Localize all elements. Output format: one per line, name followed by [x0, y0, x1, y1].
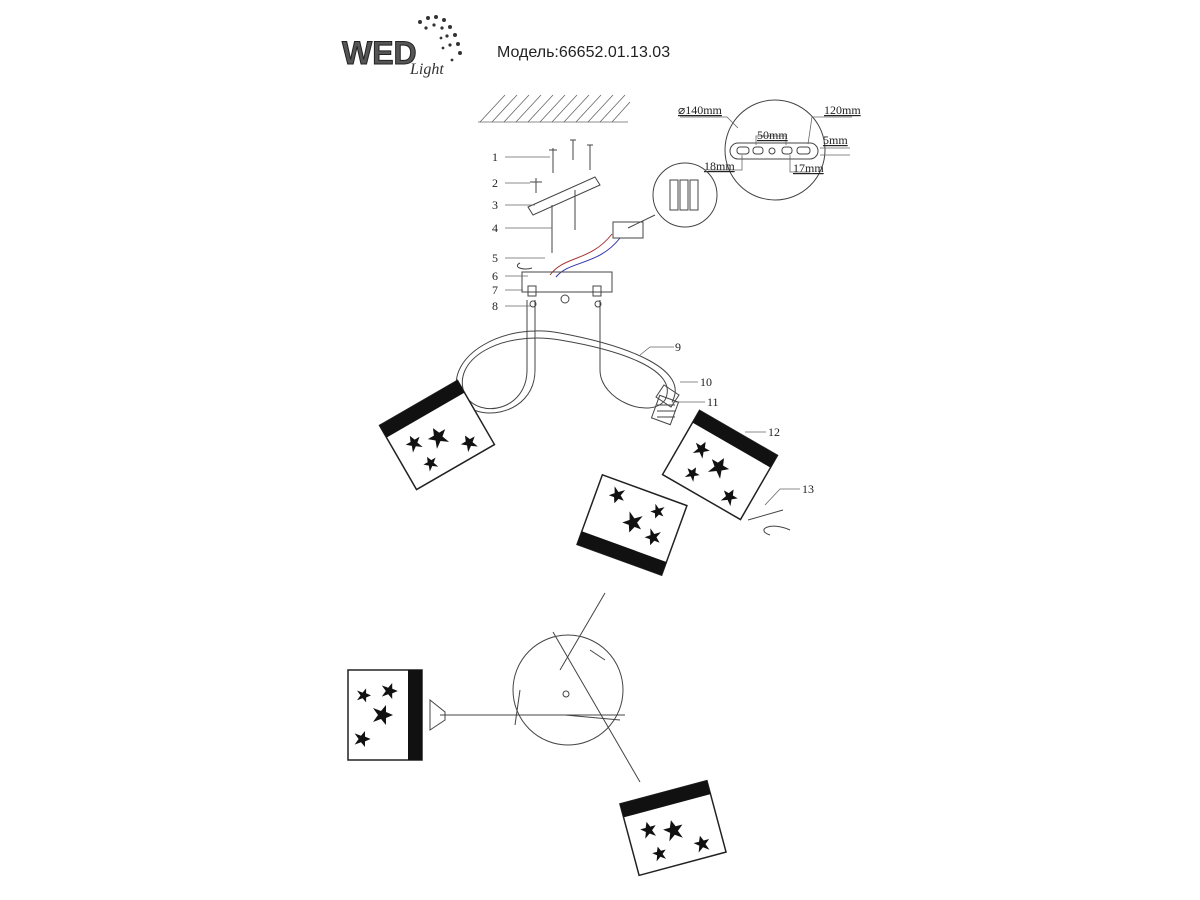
lamp-arm: [455, 300, 680, 414]
part-labels: 1 2 3 4 5 6 7 8 9 10 11 12 13: [492, 150, 814, 496]
svg-text:WED: WED: [342, 35, 417, 71]
part-label-7: 7: [492, 283, 498, 297]
dim-hole-spacing: 50mm: [757, 128, 788, 142]
bottom-view: [348, 475, 726, 876]
part-label-1: 1: [492, 150, 498, 164]
part-label-12: 12: [768, 425, 780, 439]
part-label-3: 3: [492, 198, 498, 212]
part-label-8: 8: [492, 299, 498, 313]
terminal-detail: [627, 162, 718, 229]
mounting-hardware: [516, 139, 644, 308]
dim-right-offset: 17mm: [793, 161, 824, 175]
part-label-11: 11: [707, 395, 719, 409]
part-label-13: 13: [802, 482, 814, 496]
dim-slot-width: 5mm: [823, 133, 848, 147]
dim-diameter: ⌀140mm: [678, 103, 723, 117]
dim-length: 120mm: [824, 103, 861, 117]
part-label-2: 2: [492, 176, 498, 190]
part-label-9: 9: [675, 340, 681, 354]
brand-logo: WED Light: [342, 15, 462, 78]
ring-part: [747, 509, 791, 536]
svg-text:Light: Light: [409, 61, 444, 78]
part-label-4: 4: [492, 221, 498, 235]
part-label-10: 10: [700, 375, 712, 389]
leader-lines: [505, 156, 800, 506]
part-label-6: 6: [492, 269, 498, 283]
model-number: Модель:66652.01.13.03: [497, 44, 671, 61]
ceiling-hatch: [478, 94, 631, 123]
dim-left-offset: 18mm: [704, 159, 735, 173]
part-label-5: 5: [492, 251, 498, 265]
socket-part: [650, 394, 680, 426]
shade-top-left: [380, 380, 495, 489]
mounting-bar-detail: ⌀140mm 120mm 50mm 5mm 18mm 17mm: [678, 99, 861, 201]
